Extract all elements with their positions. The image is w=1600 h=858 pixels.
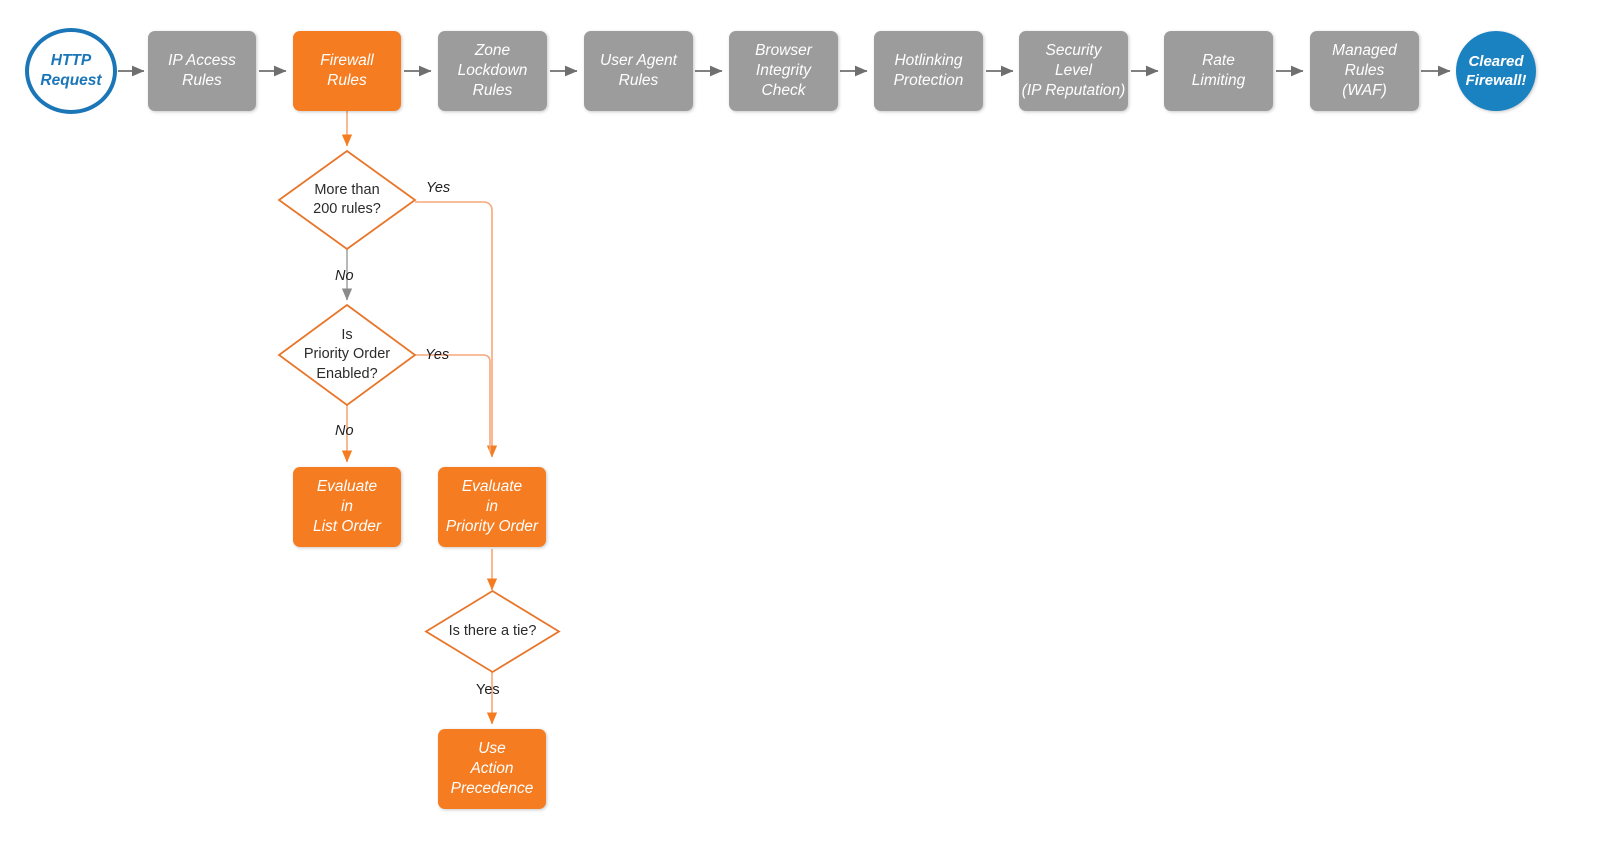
decision-more-than-200-rules-label: More than 200 rules?	[313, 181, 381, 217]
edge-label-priority-order-yes: Yes	[425, 347, 450, 363]
edge-priority-order-yes	[415, 354, 491, 452]
node-user-agent-rules-label: User Agent Rules	[600, 52, 677, 89]
node-cleared-firewall[interactable]: Cleared Firewall!	[1456, 31, 1536, 111]
decision-more-than-200-rules[interactable]: More than 200 rules?	[277, 149, 417, 251]
node-user-agent-rules[interactable]: User Agent Rules	[584, 31, 693, 111]
node-evaluate-in-priority-order[interactable]: Evaluate in Priority Order	[438, 467, 546, 547]
node-rate-limiting-label: Rate Limiting	[1191, 52, 1246, 89]
node-browser-integrity-check[interactable]: Browser Integrity Check	[729, 31, 838, 111]
diamond-shape	[277, 303, 417, 407]
node-hotlinking-protection-label: Hotlinking Protection	[893, 52, 964, 89]
node-managed-rules-waf-label: Managed Rules (WAF)	[1332, 42, 1397, 99]
node-use-action-precedence-label: Use Action Precedence	[450, 740, 534, 797]
node-browser-integrity-check-label: Browser Integrity Check	[755, 42, 812, 99]
edge-more-than-200-yes	[415, 201, 498, 458]
node-firewall-rules[interactable]: Firewall Rules	[293, 31, 401, 111]
node-cleared-firewall-label: Cleared Firewall!	[1465, 52, 1527, 89]
edge-label-more-than-200-yes: Yes	[426, 180, 451, 196]
decision-is-there-a-tie[interactable]: Is there a tie?	[424, 589, 561, 674]
node-managed-rules-waf[interactable]: Managed Rules (WAF)	[1310, 31, 1419, 111]
node-rate-limiting[interactable]: Rate Limiting	[1164, 31, 1273, 111]
node-evaluate-in-list-order-label: Evaluate in List Order	[312, 478, 382, 535]
decision-is-there-a-tie-label: Is there a tie?	[448, 622, 537, 639]
decision-is-priority-order-enabled[interactable]: Is Priority Order Enabled?	[277, 303, 417, 407]
decision-is-priority-order-enabled-label: Is Priority Order Enabled?	[303, 327, 391, 382]
node-security-level[interactable]: Security Level (IP Reputation)	[1019, 31, 1128, 111]
node-firewall-rules-label: Firewall Rules	[320, 52, 374, 89]
node-evaluate-in-list-order[interactable]: Evaluate in List Order	[293, 467, 401, 547]
edge-label-more-than-200-no: No	[335, 268, 354, 284]
diamond-shape	[277, 149, 417, 251]
node-hotlinking-protection[interactable]: Hotlinking Protection	[874, 31, 983, 111]
node-use-action-precedence[interactable]: Use Action Precedence	[438, 729, 546, 809]
node-http-request-label: HTTP Request	[40, 52, 102, 89]
node-evaluate-in-priority-order-label: Evaluate in Priority Order	[445, 478, 539, 535]
node-security-level-label: Security Level (IP Reputation)	[1021, 42, 1126, 99]
node-zone-lockdown-rules[interactable]: Zone Lockdown Rules	[438, 31, 547, 111]
edge-label-priority-order-no: No	[335, 423, 354, 439]
node-zone-lockdown-rules-label: Zone Lockdown Rules	[457, 42, 528, 99]
node-ip-access-rules[interactable]: IP Access Rules	[148, 31, 256, 111]
node-ip-access-rules-label: IP Access Rules	[168, 52, 236, 89]
node-http-request[interactable]: HTTP Request	[25, 28, 117, 114]
diamond-shape	[424, 589, 561, 674]
edge-label-tie-yes: Yes	[476, 682, 500, 698]
